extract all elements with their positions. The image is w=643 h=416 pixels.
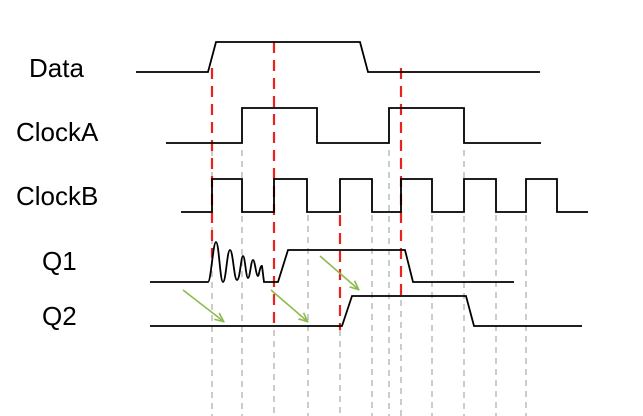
clock-a-waveform: [166, 107, 541, 144]
label-q2: Q2: [42, 301, 77, 331]
waveforms: [136, 41, 588, 327]
label-clock-a: ClockA: [16, 117, 99, 147]
arrow-icon: [270, 289, 307, 321]
signal-labels: Data ClockA ClockB Q1 Q2: [16, 53, 99, 331]
arrow-icon: [182, 289, 223, 321]
q1-waveform: [150, 241, 514, 283]
data-waveform: [136, 41, 540, 73]
clock-b-waveform: [181, 178, 588, 213]
q2-waveform: [150, 295, 582, 327]
arrow-icon: [319, 255, 358, 289]
propagation-arrows: [182, 255, 358, 321]
label-q1: Q1: [42, 246, 77, 276]
grey-guide-lines: [211, 150, 527, 416]
label-data: Data: [29, 53, 84, 83]
label-clock-b: ClockB: [16, 181, 98, 211]
